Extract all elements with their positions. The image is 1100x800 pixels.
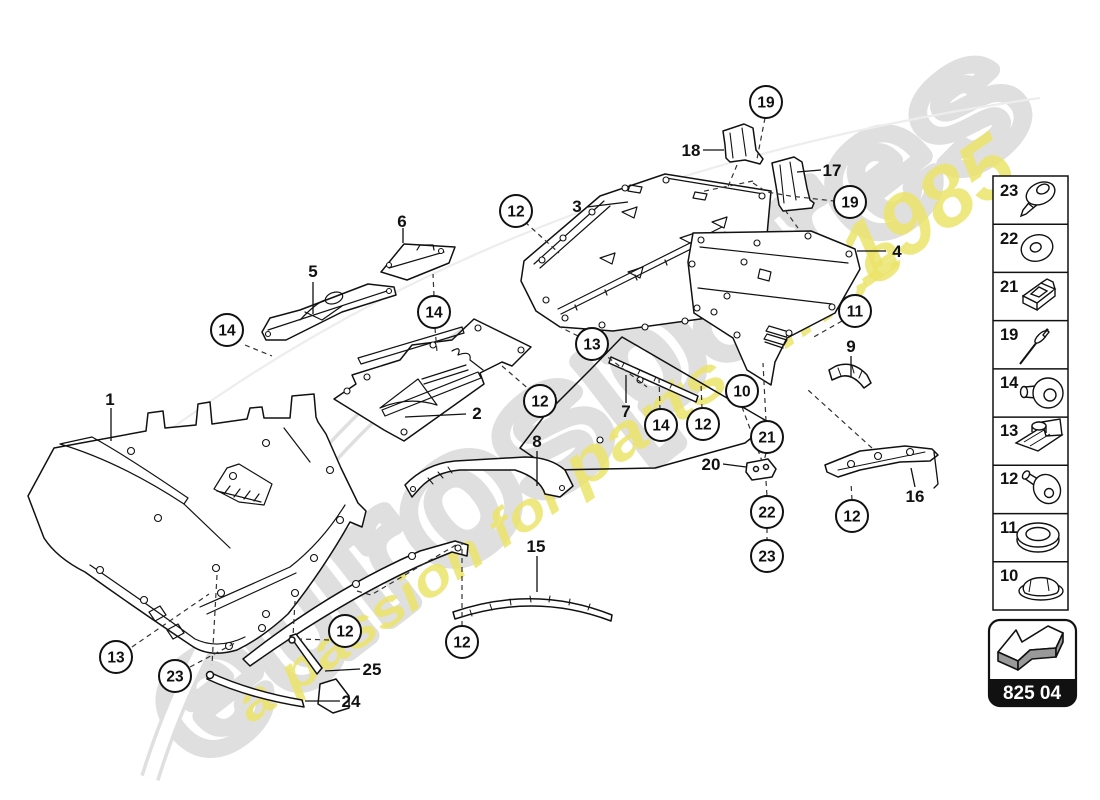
svg-text:14: 14 bbox=[425, 305, 443, 322]
svg-text:825 04: 825 04 bbox=[1003, 683, 1062, 704]
svg-text:10: 10 bbox=[1000, 567, 1018, 585]
svg-text:23: 23 bbox=[166, 669, 184, 686]
svg-text:12: 12 bbox=[336, 624, 353, 641]
svg-text:14: 14 bbox=[218, 323, 236, 340]
svg-text:21: 21 bbox=[1000, 278, 1018, 296]
svg-text:5: 5 bbox=[308, 262, 317, 281]
svg-text:11: 11 bbox=[1000, 519, 1017, 537]
svg-text:22: 22 bbox=[758, 505, 775, 522]
svg-text:14: 14 bbox=[1000, 374, 1019, 392]
svg-text:8: 8 bbox=[532, 432, 541, 451]
svg-text:18: 18 bbox=[682, 141, 701, 160]
svg-text:14: 14 bbox=[652, 418, 670, 435]
svg-text:19: 19 bbox=[757, 95, 775, 112]
svg-text:1: 1 bbox=[105, 390, 114, 409]
svg-text:23: 23 bbox=[758, 549, 776, 566]
svg-text:12: 12 bbox=[507, 204, 524, 221]
svg-text:16: 16 bbox=[906, 487, 925, 506]
svg-text:24: 24 bbox=[342, 692, 361, 711]
svg-text:15: 15 bbox=[527, 537, 546, 556]
svg-text:4: 4 bbox=[892, 242, 902, 261]
svg-text:23: 23 bbox=[1000, 182, 1018, 200]
svg-text:12: 12 bbox=[694, 417, 711, 434]
svg-text:21: 21 bbox=[758, 430, 776, 447]
svg-text:3: 3 bbox=[572, 197, 581, 216]
svg-text:10: 10 bbox=[733, 384, 750, 401]
svg-text:7: 7 bbox=[621, 402, 630, 421]
svg-text:25: 25 bbox=[363, 660, 382, 679]
svg-text:9: 9 bbox=[846, 337, 855, 356]
svg-text:17: 17 bbox=[823, 161, 842, 180]
svg-text:12: 12 bbox=[531, 394, 548, 411]
svg-text:19: 19 bbox=[1000, 326, 1018, 344]
svg-text:22: 22 bbox=[1000, 230, 1018, 248]
svg-text:13: 13 bbox=[107, 650, 125, 667]
svg-text:13: 13 bbox=[1000, 422, 1018, 440]
svg-text:6: 6 bbox=[397, 212, 406, 231]
svg-text:12: 12 bbox=[843, 509, 860, 526]
svg-text:13: 13 bbox=[583, 337, 601, 354]
svg-text:12: 12 bbox=[453, 635, 470, 652]
svg-text:2: 2 bbox=[472, 404, 481, 423]
svg-text:19: 19 bbox=[841, 195, 859, 212]
svg-text:20: 20 bbox=[702, 455, 721, 474]
svg-text:12: 12 bbox=[1000, 470, 1018, 488]
svg-text:11: 11 bbox=[847, 304, 864, 321]
